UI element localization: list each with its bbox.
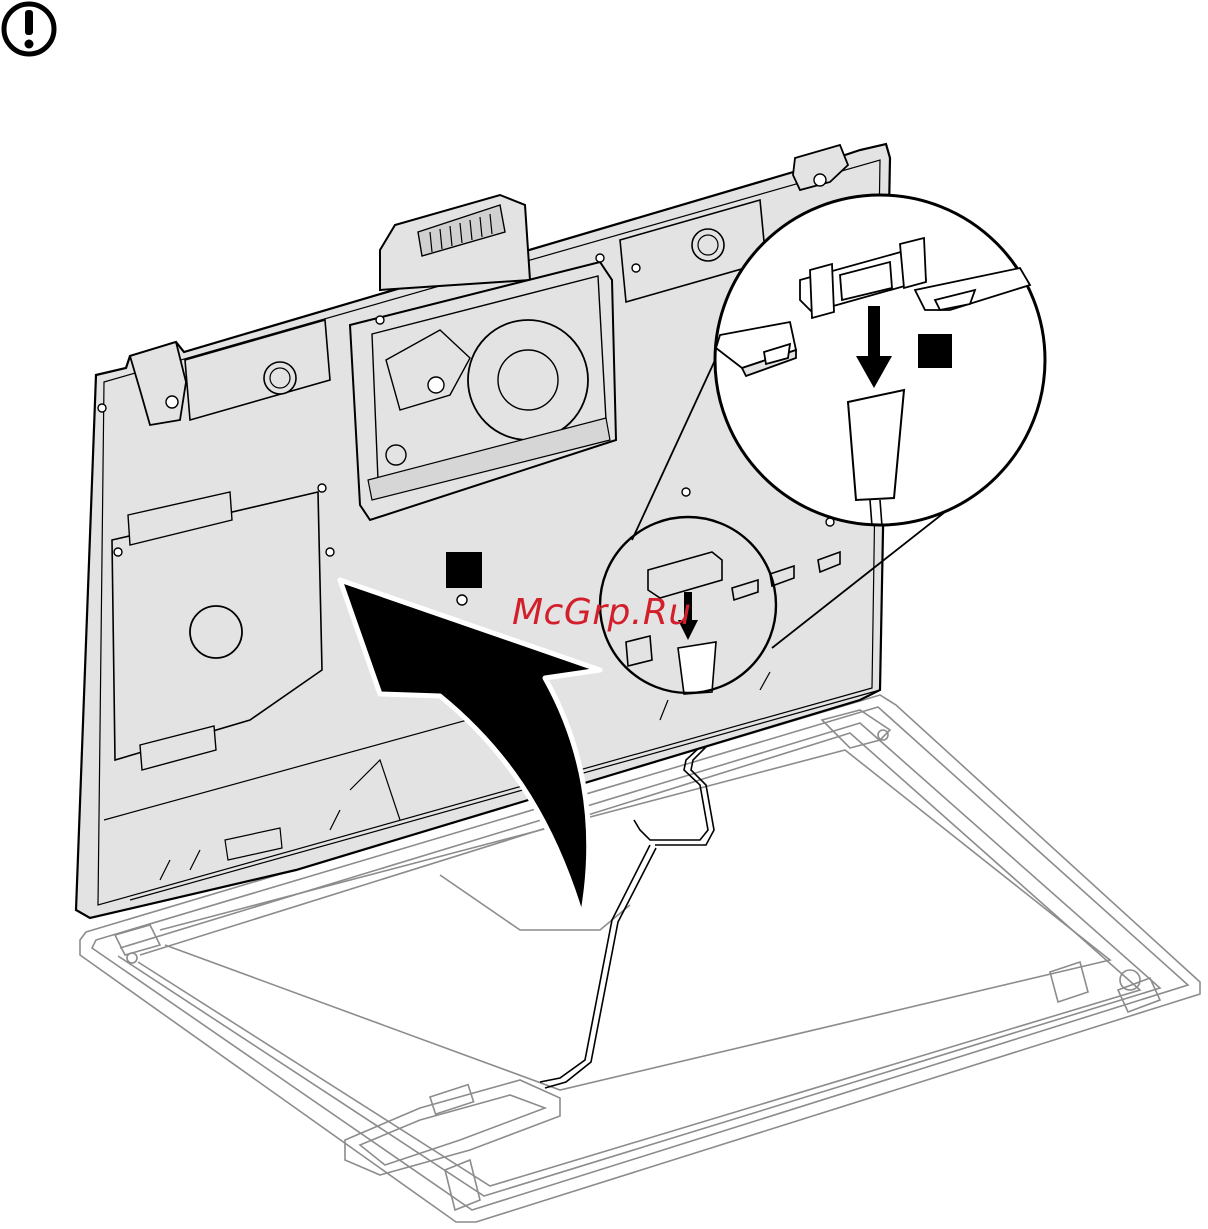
caution-exclamation-icon [4, 4, 54, 54]
step-marker-square [446, 552, 482, 588]
step-marker-square [918, 334, 952, 368]
detail-circle-large [715, 195, 1045, 526]
